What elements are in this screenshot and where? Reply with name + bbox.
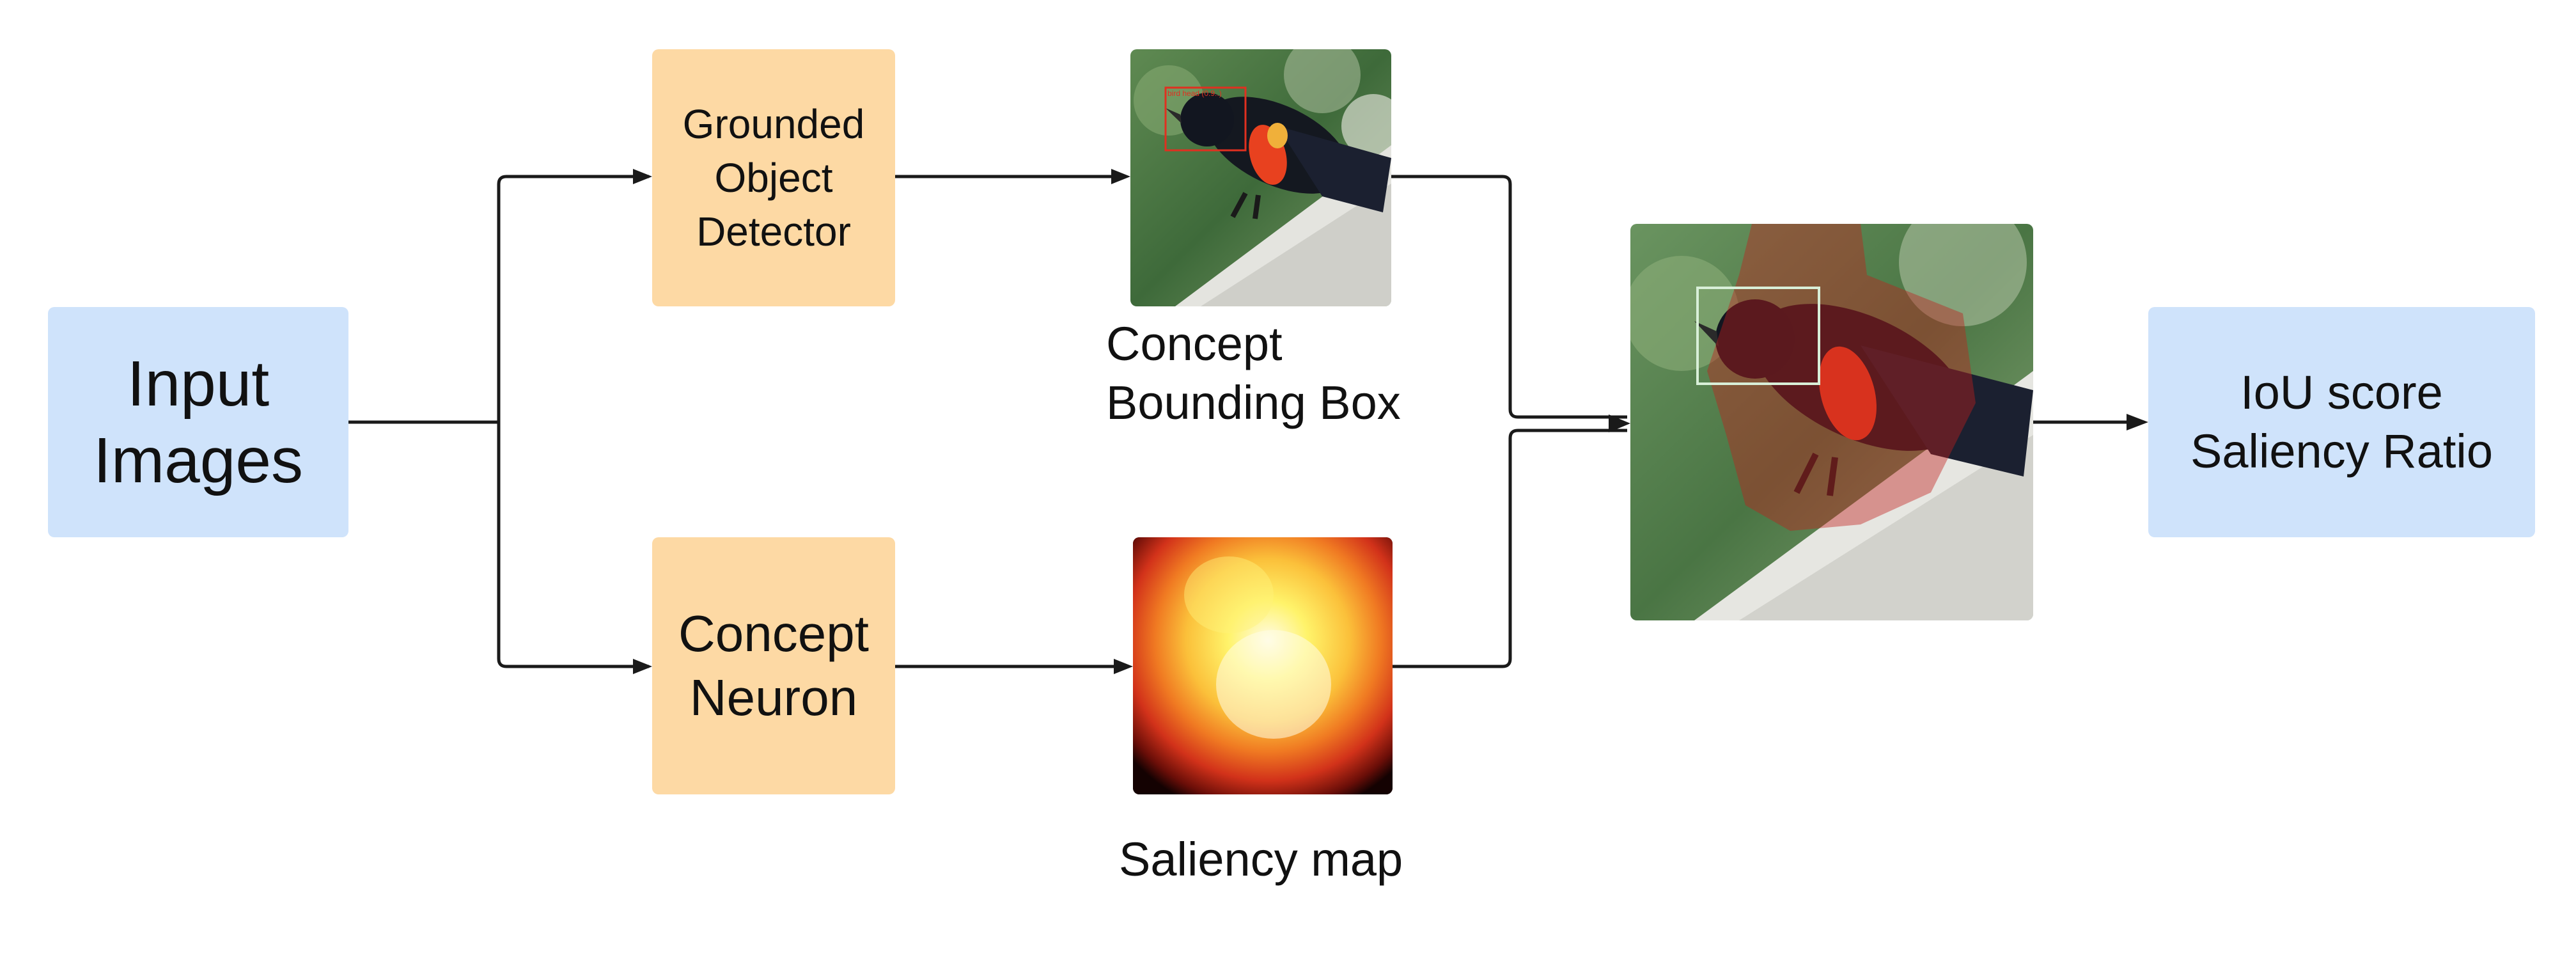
- input-images-label-line1: Input: [127, 348, 270, 420]
- arrow-bbox-to-combined: [1391, 175, 1627, 419]
- saliency-map-image: [1133, 537, 1393, 794]
- arrowhead-detector: [633, 169, 652, 184]
- arrowhead-saliency: [1114, 659, 1133, 674]
- output-metrics-box: IoU score Saliency Ratio: [2148, 307, 2535, 537]
- bird-photo-bbox: bird head (0.9..): [1130, 49, 1391, 306]
- bird-photo-overlay: [1630, 224, 2033, 620]
- caption-saliency-map: Saliency map: [1119, 833, 1403, 886]
- combined-overlay-image: [1630, 224, 2033, 620]
- arrowhead-output: [2127, 414, 2148, 430]
- arrow-saliency-to-combined: [1393, 429, 1627, 668]
- neuron-label-line2: Neuron: [689, 669, 858, 726]
- detector-label-line2: Object: [714, 155, 833, 201]
- output-label-line1: IoU score: [2240, 366, 2443, 419]
- output-label-line2: Saliency Ratio: [2190, 425, 2493, 478]
- concept-bounding-box-image: bird head (0.9..): [1130, 49, 1391, 306]
- caption-concept-bounding-box: Concept Bounding Box: [1106, 315, 1401, 432]
- detection-label: bird head (0.9..): [1167, 89, 1222, 98]
- arrowhead-bbox: [1111, 169, 1130, 184]
- detector-label-line1: Grounded: [682, 101, 865, 147]
- detector-label-line3: Detector: [696, 209, 851, 255]
- input-images-box: Input Images: [48, 307, 348, 537]
- concept-neuron-box: Concept Neuron: [652, 537, 895, 794]
- arrow-to-detector: [497, 173, 650, 422]
- grounded-object-detector-box: Grounded Object Detector: [652, 49, 895, 306]
- caption-bbox-line1: Concept: [1106, 317, 1283, 370]
- input-images-label-line2: Images: [93, 425, 303, 496]
- caption-bbox-line2: Bounding Box: [1106, 376, 1401, 429]
- arrowhead-neuron: [633, 659, 652, 674]
- arrow-to-neuron: [497, 422, 649, 668]
- arrowhead-combined: [1609, 414, 1630, 432]
- neuron-label-line1: Concept: [678, 605, 869, 662]
- saliency-heatmap: [1133, 537, 1393, 794]
